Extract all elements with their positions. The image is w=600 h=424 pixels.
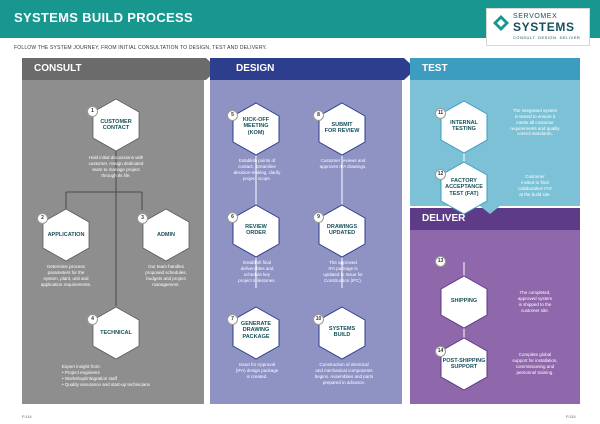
step-number-4: 4	[87, 314, 98, 325]
step-number-2: 2	[37, 213, 48, 224]
consult-title: CONSULT	[34, 63, 82, 74]
logo-mark-icon	[493, 15, 509, 31]
consult-connectors	[65, 143, 143, 306]
deliver-title: DELIVER	[422, 213, 466, 224]
step-desc-customer-contact: Hold initial discussions with customer. …	[88, 155, 144, 178]
step-number-5: 5	[227, 110, 238, 121]
step-number-3: 3	[137, 213, 148, 224]
design-header	[210, 58, 416, 80]
logo-tagline: CONSULT. DESIGN. DELIVER	[513, 35, 581, 40]
test-header	[410, 58, 580, 80]
step-desc-admin: Our team handles proposed schedules, bud…	[145, 264, 187, 287]
step-desc-shipping: The completed, approved system is shippe…	[517, 290, 553, 313]
step-desc-submit-review: Customer reviews and approves IFA drawin…	[319, 158, 367, 169]
step-label-systems-build: SYSTEMS BUILD	[328, 326, 356, 339]
page-title: SYSTEMS BUILD PROCESS	[14, 10, 193, 25]
step-desc-post-shipping: Complete global support for installation…	[512, 352, 558, 375]
step-label-application: APPLICATION	[47, 232, 85, 238]
step-label-admin: ADMIN	[156, 232, 176, 238]
test-title: TEST	[422, 63, 448, 74]
step-desc-internal-testing: The integrated system is tested to ensur…	[510, 108, 560, 137]
test-to-deliver-arrow	[480, 206, 500, 214]
step-label-technical: TECHNICAL	[100, 330, 132, 336]
step-desc-generate-drawing: Issue for Approval (IFA) design package …	[235, 362, 279, 379]
deliver-header	[410, 208, 580, 230]
step-number-14: 14	[435, 346, 446, 357]
step-desc-drawings-updated: The approved IFA package is updated to I…	[323, 260, 363, 283]
page-subtitle: FOLLOW THE SYSTEM JOURNEY, FROM INITIAL …	[14, 45, 268, 51]
step-number-11: 11	[435, 108, 446, 119]
hex-shipping	[440, 275, 488, 329]
page-number-left: P.114	[22, 414, 32, 419]
consult-header	[22, 58, 218, 80]
step-desc-review-order: Establish final deliverables and schedul…	[238, 260, 276, 283]
servomex-logo: SERVOMEX SYSTEMS CONSULT. DESIGN. DELIVE…	[486, 8, 590, 46]
step-label-drawings-updated: DRAWINGS UPDATED	[326, 224, 358, 237]
step-label-submit-review: SUBMIT FOR REVIEW	[324, 122, 360, 135]
step-desc-kick-off: Establish points of contact, streamline …	[233, 158, 281, 181]
step-label-kick-off: KICK-OFF MEETING (KOM)	[242, 117, 270, 136]
design-title: DESIGN	[236, 63, 275, 74]
step-label-post-shipping: POST-SHIPPING SUPPORT	[442, 358, 486, 371]
step-number-8: 8	[313, 110, 324, 121]
step-number-1: 1	[87, 106, 98, 117]
step-label-customer-contact: CUSTOMER CONTACT	[100, 119, 132, 132]
deliver-panel	[410, 230, 580, 404]
step-number-12: 12	[435, 169, 446, 180]
step-number-10: 10	[313, 314, 324, 325]
step-label-fat: FACTORY ACCEPTANCE TEST (FAT)	[445, 178, 483, 197]
step-label-internal-testing: INTERNAL TESTING	[450, 120, 478, 133]
test-panel	[410, 80, 580, 206]
step-desc-fat: Customer invited to final collaborative …	[517, 174, 553, 197]
step-label-shipping: SHIPPING	[450, 298, 478, 304]
step-desc-systems-build: Construction of electrical and mechanica…	[314, 362, 374, 385]
step-number-13: 13	[435, 256, 446, 267]
step-desc-application: Determine process parameters for the sys…	[40, 264, 92, 287]
logo-name: SYSTEMS	[513, 20, 575, 34]
step-number-9: 9	[313, 212, 324, 223]
step-label-review-order: REVIEW ORDER	[245, 224, 267, 237]
page-number-right: P.115	[566, 414, 576, 419]
step-number-7: 7	[227, 314, 238, 325]
logo-brand: SERVOMEX	[513, 13, 558, 20]
step-number-6: 6	[227, 212, 238, 223]
step-label-generate-drawing: GENERATE DRAWING PACKAGE	[240, 321, 272, 340]
step-desc-technical: Expert insight from: • Project engineers…	[62, 364, 150, 387]
